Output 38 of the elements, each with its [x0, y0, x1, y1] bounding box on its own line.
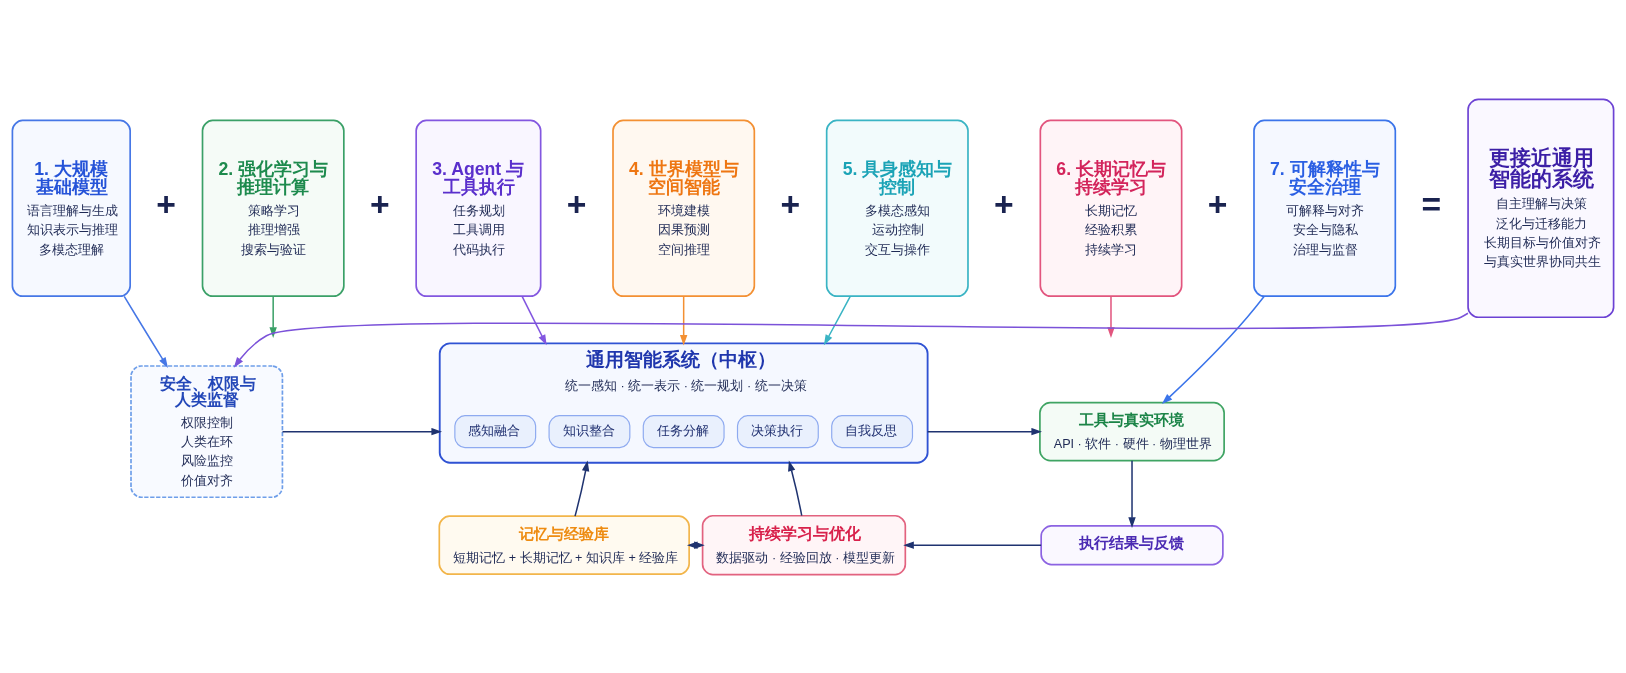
- node-box: 更接近通用智能的系统 自主理解与决策 泛化与迁移能力 长期目标与价值对齐 与真实世界协同共生: [1467, 98, 1615, 318]
- node-box: 3. Agent 与工具执行 任务规划 工具调用 代码执行: [415, 119, 542, 297]
- label: +: [994, 185, 1014, 223]
- node-box: 1. 大规模基础模型 语言理解与生成 知识表示与推理 多模态理解: [11, 119, 131, 297]
- node-box: 知识整合: [548, 414, 631, 448]
- arrow: [574, 460, 590, 517]
- arrow: [903, 540, 1042, 549]
- label: +: [566, 185, 587, 223]
- arrow: [521, 295, 547, 345]
- node-box: 感知融合: [454, 414, 537, 448]
- arrow: [123, 295, 168, 368]
- label: +: [1207, 185, 1228, 223]
- node-box: 4. 世界模型与空间智能 环境建模 因果预测 空间推理: [612, 119, 756, 297]
- label: =: [1421, 185, 1442, 223]
- node-box: 工具与真实环境 API · 软件 · 硬件 · 物理世界: [1039, 401, 1225, 461]
- node-box: 6. 长期记忆与持续学习 长期记忆 经验积累 持续学习: [1039, 119, 1183, 297]
- node-box: 任务分解: [642, 414, 725, 448]
- arrow: [823, 295, 851, 345]
- node-box: 7. 可解释性与安全治理 可解释与对齐 安全与隐私 治理与监督: [1253, 119, 1397, 297]
- arrow: [926, 427, 1042, 435]
- label: +: [780, 185, 801, 223]
- node-box: 持续学习与优化 数据驱动 · 经验回放 · 模型更新: [701, 514, 907, 575]
- node-box: 2. 强化学习与推理计算 策略学习 推理增强 搜索与验证: [201, 119, 345, 297]
- arrow: [1128, 459, 1136, 528]
- node-box: 记忆与经验库 短期记忆 + 长期记忆 + 知识库 + 经验库: [438, 514, 690, 575]
- node-box: 5. 具身感知与控制 多模态感知 运动控制 交互与操作: [825, 119, 969, 297]
- node-box: 自我反思: [831, 414, 914, 448]
- node-box: 安全、权限与人类监督 权限控制 人类在环 风险监控 价值对齐: [130, 364, 284, 498]
- arrow: [788, 460, 803, 516]
- node-box: 执行结果与反馈: [1040, 524, 1224, 565]
- arrow: [1161, 295, 1265, 404]
- node-box: 决策执行: [736, 414, 819, 448]
- arrow: [269, 295, 277, 338]
- label: +: [369, 185, 390, 223]
- arrow: [233, 312, 1469, 368]
- label: +: [156, 185, 176, 223]
- arrow: [281, 427, 442, 435]
- arrow: [679, 295, 688, 346]
